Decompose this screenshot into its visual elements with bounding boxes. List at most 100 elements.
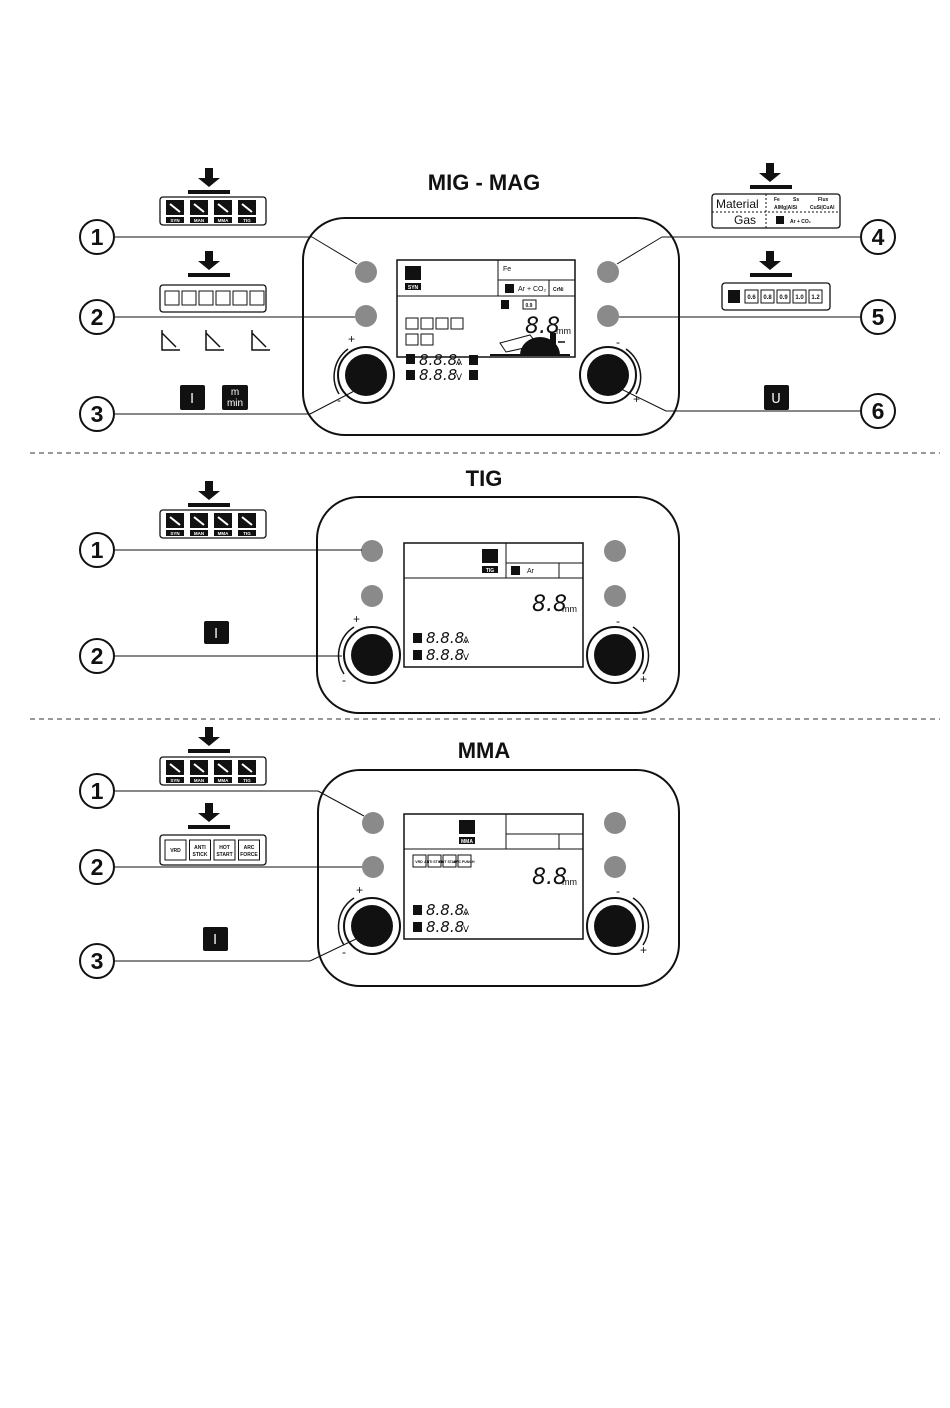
mma-left-knob[interactable]: + - (337, 883, 401, 959)
press-arrow-icon (198, 251, 220, 270)
diameter-option: 0.9 (779, 295, 788, 301)
current-icon (511, 566, 520, 575)
svg-text:8.8: 8.8 (532, 592, 567, 617)
lcd-voltage-value: 8.8.8. (419, 366, 462, 384)
mma-right-knob[interactable]: - + (586, 884, 650, 957)
mode-label: MMA (218, 778, 229, 783)
mode-selector-icons: SYN MAN MMA TIG (166, 200, 256, 223)
svg-text:Ar + CO₂: Ar + CO₂ (790, 219, 811, 225)
mode-label: SYN (170, 531, 179, 536)
mode-label: SYN (170, 218, 179, 223)
svg-text:A: A (463, 635, 469, 645)
mig-button-5[interactable] (597, 305, 619, 327)
tig-title: TIG (466, 466, 503, 491)
svg-text:mm: mm (562, 877, 577, 887)
mode-label: MMA (218, 218, 229, 223)
voltage-symbol: U (764, 385, 789, 410)
press-arrow-icon (759, 163, 781, 182)
plus-sign: + (633, 392, 640, 406)
svg-text:Ar: Ar (527, 568, 535, 575)
callout-6: 6 (872, 398, 885, 424)
voltage-icon (413, 922, 422, 932)
tig-button-1[interactable] (361, 540, 383, 562)
mig-button-4[interactable] (597, 261, 619, 283)
mma-lcd: MMA VRD ANTI STICK HOT START ARC PUNCH 8… (403, 813, 584, 940)
process-icons (405, 317, 464, 346)
mode-label: TIG (243, 531, 251, 536)
svg-text:-: - (616, 614, 620, 628)
lcd-mode-label: SYN (408, 285, 419, 291)
tig-right-knob[interactable]: - + (586, 614, 650, 686)
synergy-icon (469, 355, 478, 365)
mig-lcd: SYN Fe Ar + CO₂ CrNi 0.9 8.8 mm (396, 259, 576, 384)
mig-button-1[interactable] (355, 261, 377, 283)
svg-text:+: + (640, 943, 647, 957)
diameter-option: 0.6 (747, 295, 756, 301)
svg-text:A: A (463, 907, 469, 917)
mig-process-inset (159, 251, 267, 313)
material-label: Material (716, 197, 759, 211)
svg-text:VRD: VRD (415, 860, 423, 864)
current-speed-symbols: I m min (180, 385, 248, 410)
mig-mode-inset (159, 168, 267, 226)
svg-text:Fe: Fe (774, 197, 780, 203)
press-arrow-icon (198, 168, 220, 187)
tig-button-3[interactable] (604, 540, 626, 562)
wire-speed-icon (222, 385, 248, 410)
svg-text:I: I (190, 392, 194, 407)
svg-text:TIG: TIG (486, 568, 494, 574)
svg-text:ARC PUNCH: ARC PUNCH (454, 860, 475, 864)
mode-label: MAN (194, 218, 204, 223)
mma-button-1[interactable] (362, 812, 384, 834)
svg-text:-: - (342, 945, 346, 959)
mig-callouts: 1 2 3 4 5 6 (79, 219, 896, 432)
svg-text:+: + (353, 612, 360, 626)
svg-text:8.8.8.: 8.8.8. (426, 901, 469, 919)
svg-text:I: I (214, 627, 218, 642)
callout-3: 3 (91, 948, 104, 974)
lcd-material: Fe (503, 266, 511, 273)
callout-1: 1 (91, 778, 104, 804)
mode-label: TIG (243, 218, 251, 223)
svg-text:8.8.8.: 8.8.8. (426, 646, 469, 664)
lcd-gas: Ar + CO₂ (518, 286, 546, 293)
minus-sign: - (616, 335, 620, 349)
electrode-holder-icon (459, 820, 475, 834)
mma-option-label: STICK (193, 852, 208, 858)
diameter-icon (501, 300, 509, 309)
mma-button-4[interactable] (604, 856, 626, 878)
voltage-icon (764, 385, 789, 410)
current-icon (413, 905, 422, 915)
voltage-icon (406, 370, 415, 380)
svg-text:V: V (463, 924, 469, 934)
svg-text:V: V (463, 652, 469, 662)
lock-icon (469, 370, 478, 380)
callout-4: 4 (872, 224, 885, 250)
current-icon (413, 633, 422, 643)
mma-button-3[interactable] (604, 812, 626, 834)
callout-5: 5 (872, 304, 885, 330)
mma-button-2[interactable] (362, 856, 384, 878)
mig-panel: + - - + SYN Fe Ar + CO₂ CrNi 0.9 (79, 163, 896, 436)
svg-text:8.8.8.: 8.8.8. (426, 918, 469, 936)
diameter-option: 1.0 (795, 295, 804, 301)
tig-left-knob[interactable]: + - (337, 612, 401, 687)
mig-button-2[interactable] (355, 305, 377, 327)
svg-text:I: I (213, 933, 217, 948)
mma-option-label: START (216, 852, 232, 858)
weld-torch-icon (490, 333, 570, 356)
inductance-icons (161, 330, 270, 351)
lcd-wire-unit: mm (556, 326, 571, 336)
mig-left-knob[interactable]: + - (333, 332, 395, 407)
tig-button-4[interactable] (604, 585, 626, 607)
lcd-current-value: 8.8.8. (419, 351, 462, 369)
mode-label: MAN (194, 531, 204, 536)
tig-button-2[interactable] (361, 585, 383, 607)
diameter-option: 0.8 (763, 295, 772, 301)
mma-option-label: ANTI (194, 845, 206, 851)
press-arrow-icon (198, 803, 220, 822)
